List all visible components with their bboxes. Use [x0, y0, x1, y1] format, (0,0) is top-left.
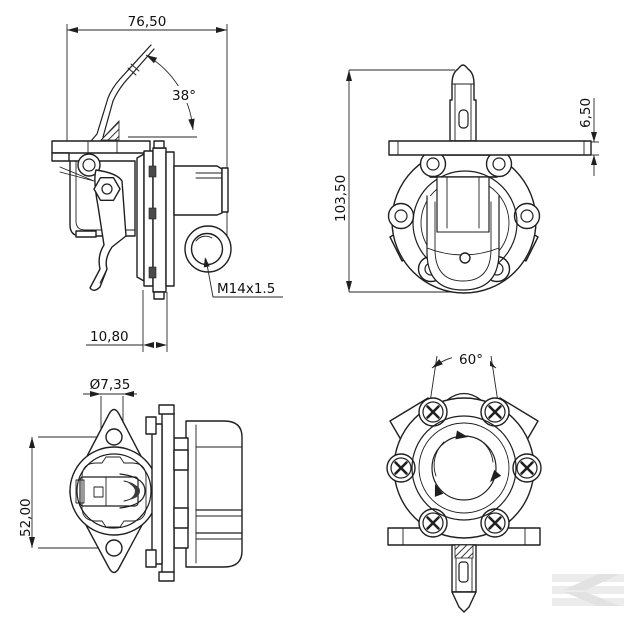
screw-angle-label: 60°	[459, 352, 483, 368]
dimension-overall-width: 76,50	[66, 14, 228, 252]
lever-pivot-pin	[77, 153, 101, 177]
pump-barrel	[173, 165, 229, 216]
plunger-rod	[449, 64, 477, 142]
mount-hole-diameter-label: Ø7,35	[90, 377, 131, 393]
pump-bracket	[51, 140, 151, 291]
pump-body-front	[387, 148, 541, 294]
mounting-flange-front	[388, 140, 592, 156]
dimension-flange-offset: 10,80	[86, 290, 168, 352]
body-profile	[145, 404, 243, 582]
cam-lever-plate	[89, 169, 127, 291]
angle-label-mask	[167, 86, 201, 103]
view-front: 103,50	[333, 64, 599, 294]
k-logo-watermark	[552, 574, 624, 606]
dimension-overall-height: 103,50	[333, 69, 460, 293]
lever-cavity	[81, 456, 147, 528]
link-mechanism	[75, 473, 146, 509]
primer-lever	[90, 44, 155, 142]
rod-tip	[451, 591, 477, 613]
dimension-lever-angle: 38°	[128, 54, 201, 138]
cover-screws	[386, 397, 542, 538]
diamond-flange	[69, 408, 159, 574]
dimension-mount-hole-spacing: 52,00	[18, 436, 100, 549]
overall-height-label: 103,50	[333, 175, 349, 222]
flange-offset-label: 10,80	[90, 329, 129, 345]
thread-spec-label: M14x1.5	[217, 281, 275, 297]
fuel-bowl	[185, 420, 243, 568]
bayonet-arrows	[433, 430, 502, 497]
pivot-boss-hatch	[100, 119, 120, 141]
actuating-rod	[451, 544, 477, 613]
flange-bolts	[145, 404, 189, 582]
hex-nut	[93, 177, 121, 201]
mount-hole-bottom	[105, 539, 123, 557]
overall-width-label: 76,50	[128, 14, 167, 30]
dimension-thread-spec: M14x1.5	[203, 257, 283, 298]
dimension-flange-thickness: 6,50	[578, 98, 599, 176]
rod-spring	[454, 544, 474, 559]
view-bottom: 60°	[386, 350, 542, 613]
view-rear-flange: Ø7,35 52,00	[18, 377, 243, 582]
flange-thickness-label: 6,50	[578, 98, 594, 128]
view-side-lever: 76,50 38°	[51, 14, 283, 352]
angle-label-mask	[452, 350, 490, 367]
bottom-cover	[386, 392, 542, 539]
mount-hole-top	[105, 428, 123, 446]
flange-stack	[136, 140, 175, 300]
diaphragm-cup	[426, 195, 500, 291]
lever-angle-label: 38°	[172, 88, 196, 104]
spring-clip	[128, 483, 140, 500]
mount-hole-spacing-label: 52,00	[18, 498, 34, 537]
dimension-screw-angle: 60°	[423, 350, 505, 443]
